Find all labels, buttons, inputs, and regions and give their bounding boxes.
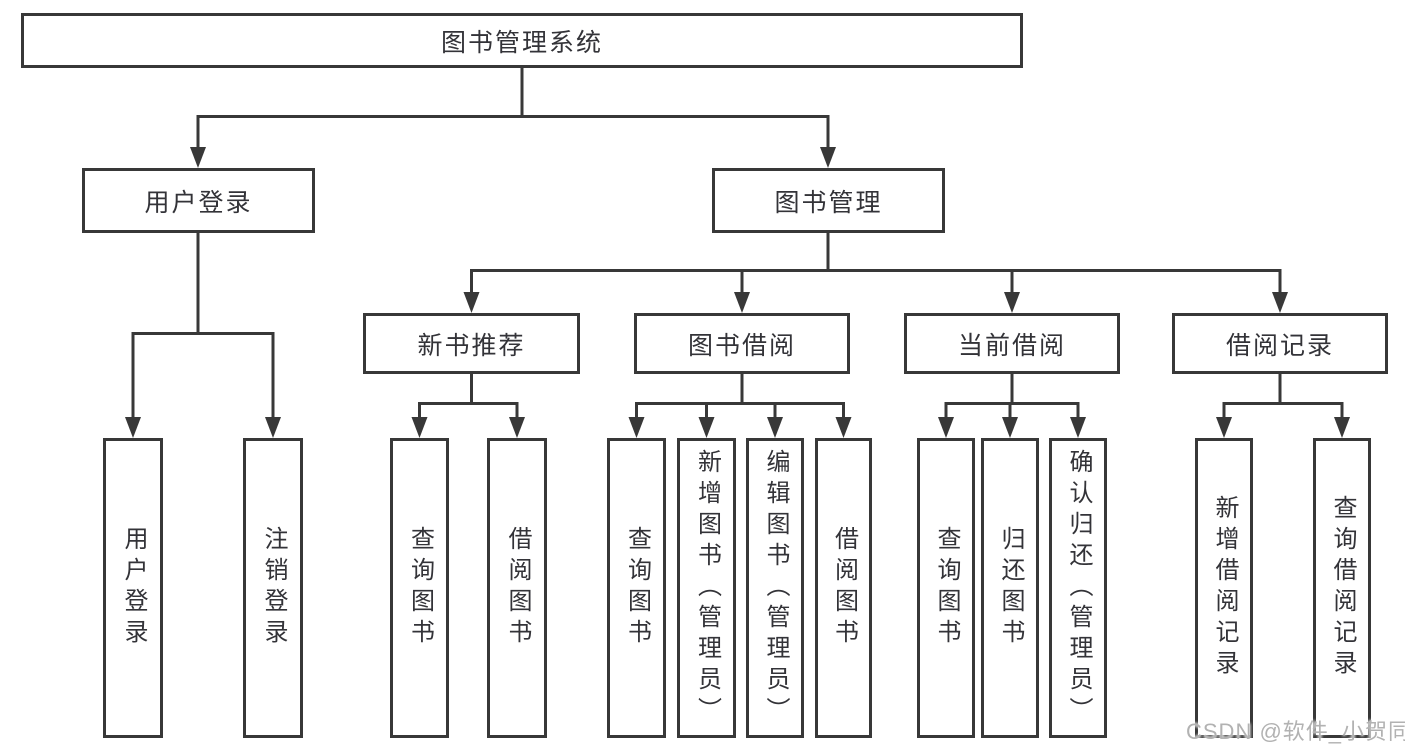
- node-new-book-recommendation-label: 新书推荐: [417, 331, 526, 360]
- leaf-query-books-recommend-label: 查询图书: [406, 526, 434, 650]
- leaf-confirm-return-admin: 确认归还（管理员）: [1049, 438, 1107, 738]
- leaf-query-books-current-label: 查询图书: [933, 526, 960, 650]
- leaf-return-books-label: 归还图书: [997, 526, 1024, 650]
- leaf-return-books: 归还图书: [981, 438, 1039, 738]
- leaf-add-book-admin: 新增图书（管理员）: [677, 438, 736, 738]
- leaf-confirm-return-admin-label: 确认归还（管理员）: [1065, 448, 1092, 728]
- leaf-borrow-books-recommend-label: 借阅图书: [504, 526, 531, 650]
- node-library-system: 图书管理系统: [21, 13, 1023, 68]
- node-book-borrowing: 图书借阅: [634, 313, 850, 374]
- leaf-edit-book-admin-label: 编辑图书（管理员）: [762, 448, 789, 728]
- leaf-logout-label: 注销登录: [260, 526, 287, 650]
- leaf-edit-book-admin: 编辑图书（管理员）: [746, 438, 804, 738]
- node-current-borrowing-label: 当前借阅: [957, 331, 1066, 360]
- node-book-management: 图书管理: [712, 168, 945, 233]
- leaf-query-books-borrow: 查询图书: [607, 438, 666, 738]
- leaf-borrow-books-recommend: 借阅图书: [487, 438, 547, 738]
- node-new-book-recommendation: 新书推荐: [363, 313, 580, 374]
- node-user-login-label: 用户登录: [144, 188, 253, 217]
- node-library-system-label: 图书管理系统: [440, 28, 603, 57]
- leaf-query-borrow-record: 查询借阅记录: [1313, 438, 1371, 738]
- node-book-management-label: 图书管理: [774, 188, 883, 217]
- leaf-add-borrow-record: 新增借阅记录: [1195, 438, 1253, 738]
- node-borrowing-records: 借阅记录: [1172, 313, 1388, 374]
- node-current-borrowing: 当前借阅: [904, 313, 1120, 374]
- leaf-query-books-recommend: 查询图书: [390, 438, 449, 738]
- leaf-query-books-current: 查询图书: [917, 438, 975, 738]
- leaf-borrow-books-borrow: 借阅图书: [815, 438, 872, 738]
- leaf-user-login: 用户登录: [103, 438, 163, 738]
- leaf-add-book-admin-label: 新增图书（管理员）: [693, 448, 721, 728]
- leaf-query-borrow-record-label: 查询借阅记录: [1329, 495, 1356, 681]
- node-borrowing-records-label: 借阅记录: [1225, 331, 1334, 360]
- leaf-logout: 注销登录: [243, 438, 303, 738]
- node-user-login: 用户登录: [82, 168, 315, 233]
- leaf-user-login-label: 用户登录: [120, 526, 147, 650]
- csdn-watermark: CSDN @软件_小贺同学: [1186, 719, 1405, 744]
- leaf-add-borrow-record-label: 新增借阅记录: [1211, 495, 1238, 681]
- leaf-borrow-books-borrow-label: 借阅图书: [830, 526, 858, 650]
- leaf-query-books-borrow-label: 查询图书: [623, 526, 651, 650]
- node-book-borrowing-label: 图书借阅: [687, 331, 796, 360]
